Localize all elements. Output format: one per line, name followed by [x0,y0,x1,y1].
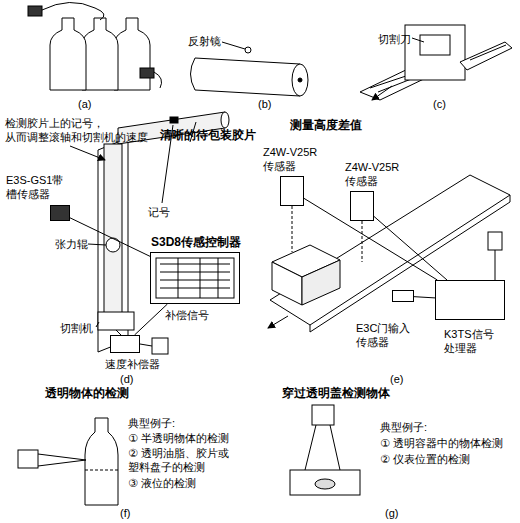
annotation: ② 仪表位置的检测 [380,452,470,466]
device-label: K3TS信号 处理器 [444,327,510,355]
conveyor-belt-part [245,47,251,53]
transparent-lid-part [312,405,334,425]
film-cutter-system-part [160,258,230,298]
conveyor-belt-part [298,78,302,82]
panel-caption: (d) [120,372,133,386]
film-cutter-system [70,112,234,354]
height-measure-system-part [302,260,340,305]
wire [135,304,168,335]
panel-caption: (g) [385,506,398,520]
annotation: 张力辊 [55,237,88,251]
annotation: 切割刀 [378,32,411,46]
height-measure-system-part [272,262,302,305]
annotation: ① 半透明物体的检测 [128,431,229,445]
transparent-bottle-part [18,450,38,468]
film-cutter-system-part [140,344,152,346]
conveyor-belt-part [292,64,308,96]
height-measure-system-part [488,232,502,250]
transparent-bottle-part [85,418,118,505]
bottles-part [154,72,162,88]
panel-caption: (a) [78,97,91,111]
transparent-lid-part [305,425,340,470]
cutting-machine-part [412,38,424,42]
wire [70,218,150,257]
annotation: 典型例子: [380,420,427,434]
device-box: S3D8传感控制器 [150,252,240,304]
device-box: E3C门输入 传感器 [392,290,414,302]
device-box: 速度补偿器 [110,335,140,353]
bottles-part [114,18,150,90]
device-label: Z4W-V25R 传感器 [345,160,415,188]
device-box: K3TS信号 处理器 [435,280,505,320]
annotation: 典型例子: [128,416,175,430]
film-cutter-system-part [170,117,178,123]
cutting-machine-part [405,25,465,80]
annotation: 检测胶片上的记号， 从而调整滚轴和切割机的速度 [5,116,157,144]
bottles [28,2,162,90]
transparent-lid-part [290,470,360,495]
cutting-machine-part [460,42,512,70]
film-cutter-system-part [156,258,234,298]
film-cutter-system-part [152,338,168,354]
conveyor-belt-part [195,58,300,96]
device-label: S3D8传感控制器 [151,235,241,249]
annotation: ③ 液位的检测 [128,476,196,490]
device-box: Z4W-V25R 传感器 [350,191,374,221]
cutting-machine-part [372,86,392,100]
bottles-part [82,18,118,90]
device-box: Z4W-V25R 传感器 [280,176,304,206]
film-cutter-system-part [88,244,106,245]
height-measure-system-part [495,250,496,280]
annotation: ① 透明容器中的物体检测 [380,436,503,450]
transparent-bottle [18,418,118,505]
film-cutter-system-part [70,146,105,160]
film-cutter-system-part [96,322,99,327]
annotation: 透明物体的检测 [45,386,129,400]
film-cutter-system-part [221,112,229,128]
annotation: 测量高度差值 [290,118,362,132]
conveyor-belt-part [191,58,196,90]
device-label: E3S-GS1带 槽传感器 [6,173,81,201]
wire [304,198,437,280]
wire [414,297,435,298]
height-measure-system [268,175,510,332]
height-measure-system-part [268,316,288,328]
device-label: E3C门输入 传感器 [356,321,426,349]
panel-caption: (e) [390,372,403,386]
bottles-part [50,18,86,90]
bottles-part [42,2,104,20]
device-label: Z4W-V25R 传感器 [263,145,333,173]
annotation: ② 透明油脂、胶片或 塑料盘子的检测 [128,446,243,474]
bottles-part [28,6,42,16]
panel-caption: (c) [433,97,446,111]
transparent-lid [290,405,360,495]
cutting-machine [360,25,512,100]
panel-caption: (b) [258,97,271,111]
film-cutter-system-part [106,238,120,252]
wire [374,216,447,280]
cutting-machine-part [420,35,450,55]
device-box: E3S-GS1带 槽传感器 [50,205,70,221]
annotation: 清晰的待包装胶片 [160,128,256,142]
panel-caption: (f) [120,506,130,520]
film-cutter-system-part [98,312,134,330]
annotation: 记号 [148,205,170,219]
transparent-lid-part [315,479,335,489]
transparent-bottle-part [38,454,86,466]
transparent-bottle-part [85,470,118,471]
film-cutter-system-part [104,144,122,314]
annotation: 反射镜 [188,34,221,48]
height-measure-system-part [270,175,510,325]
annotation: 穿过透明盖检测物体 [282,386,390,400]
conveyor-belt [191,42,309,96]
device-label: 速度补偿器 [105,357,160,371]
cutting-machine-part [470,45,506,60]
bottles-part [140,68,154,78]
wire-label: 补偿信号 [165,308,209,322]
annotation: 切割机 [60,321,93,335]
conveyor-belt-part [222,42,245,49]
